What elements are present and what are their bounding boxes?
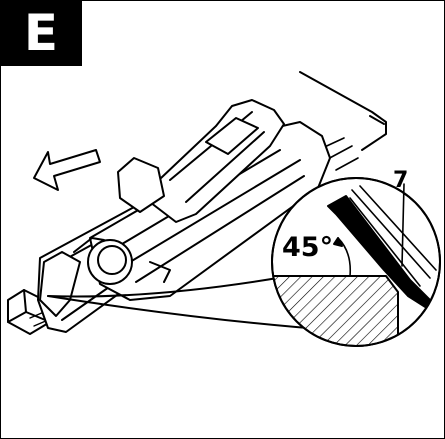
detail-magnifier	[271, 177, 441, 347]
part-number-label: 7	[393, 168, 409, 193]
figure-letter: E	[23, 4, 59, 62]
leader-line-bottom	[47, 295, 333, 331]
planer-body	[37, 99, 331, 333]
angle-label: 45°	[282, 232, 334, 263]
figure-badge	[0, 0, 82, 66]
arrow-left-icon	[33, 149, 101, 191]
